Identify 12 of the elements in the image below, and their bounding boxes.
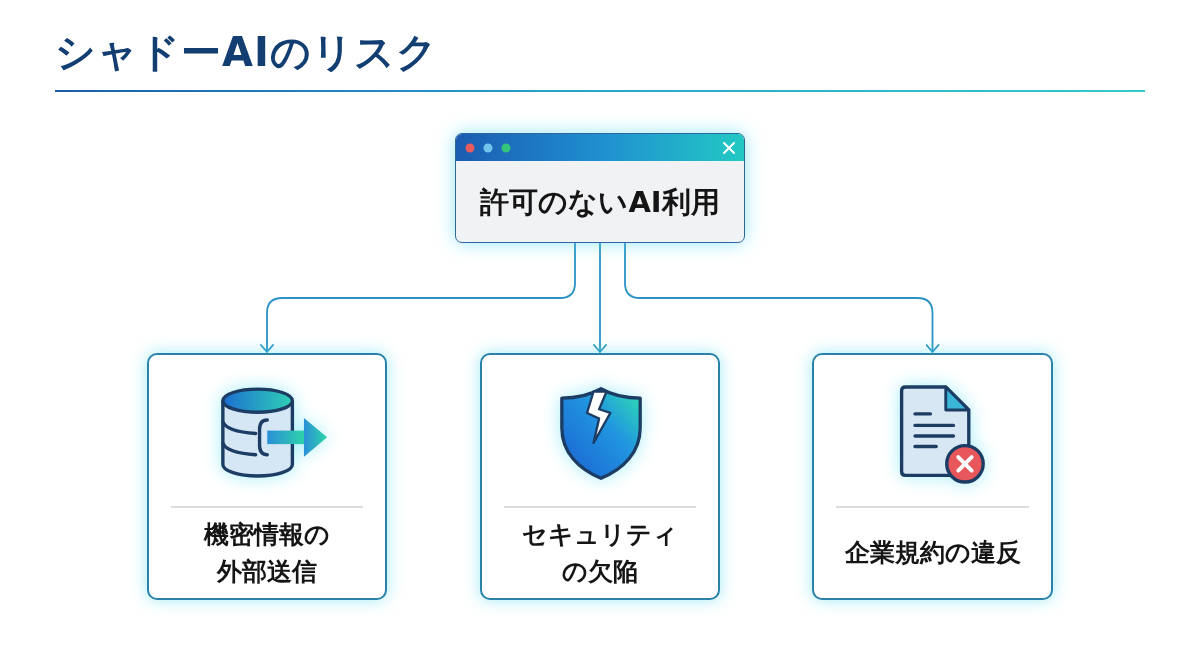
risk-label: セキュリティの欠陥 — [521, 518, 679, 588]
risk-card — [147, 353, 387, 600]
risk-label: 機密情報の外部送信 — [202, 518, 331, 588]
connector-arrow — [624, 242, 940, 353]
window-box — [455, 133, 745, 243]
title: シャドーAIのリスク — [55, 28, 438, 77]
risk-card — [812, 353, 1053, 600]
risk-label: 企業規約の違反 — [844, 537, 1021, 569]
connector-arrow — [593, 242, 607, 353]
node-label: 許可のないAI利用 — [480, 183, 720, 220]
risk-card — [480, 353, 720, 600]
connector-arrow — [260, 242, 576, 353]
